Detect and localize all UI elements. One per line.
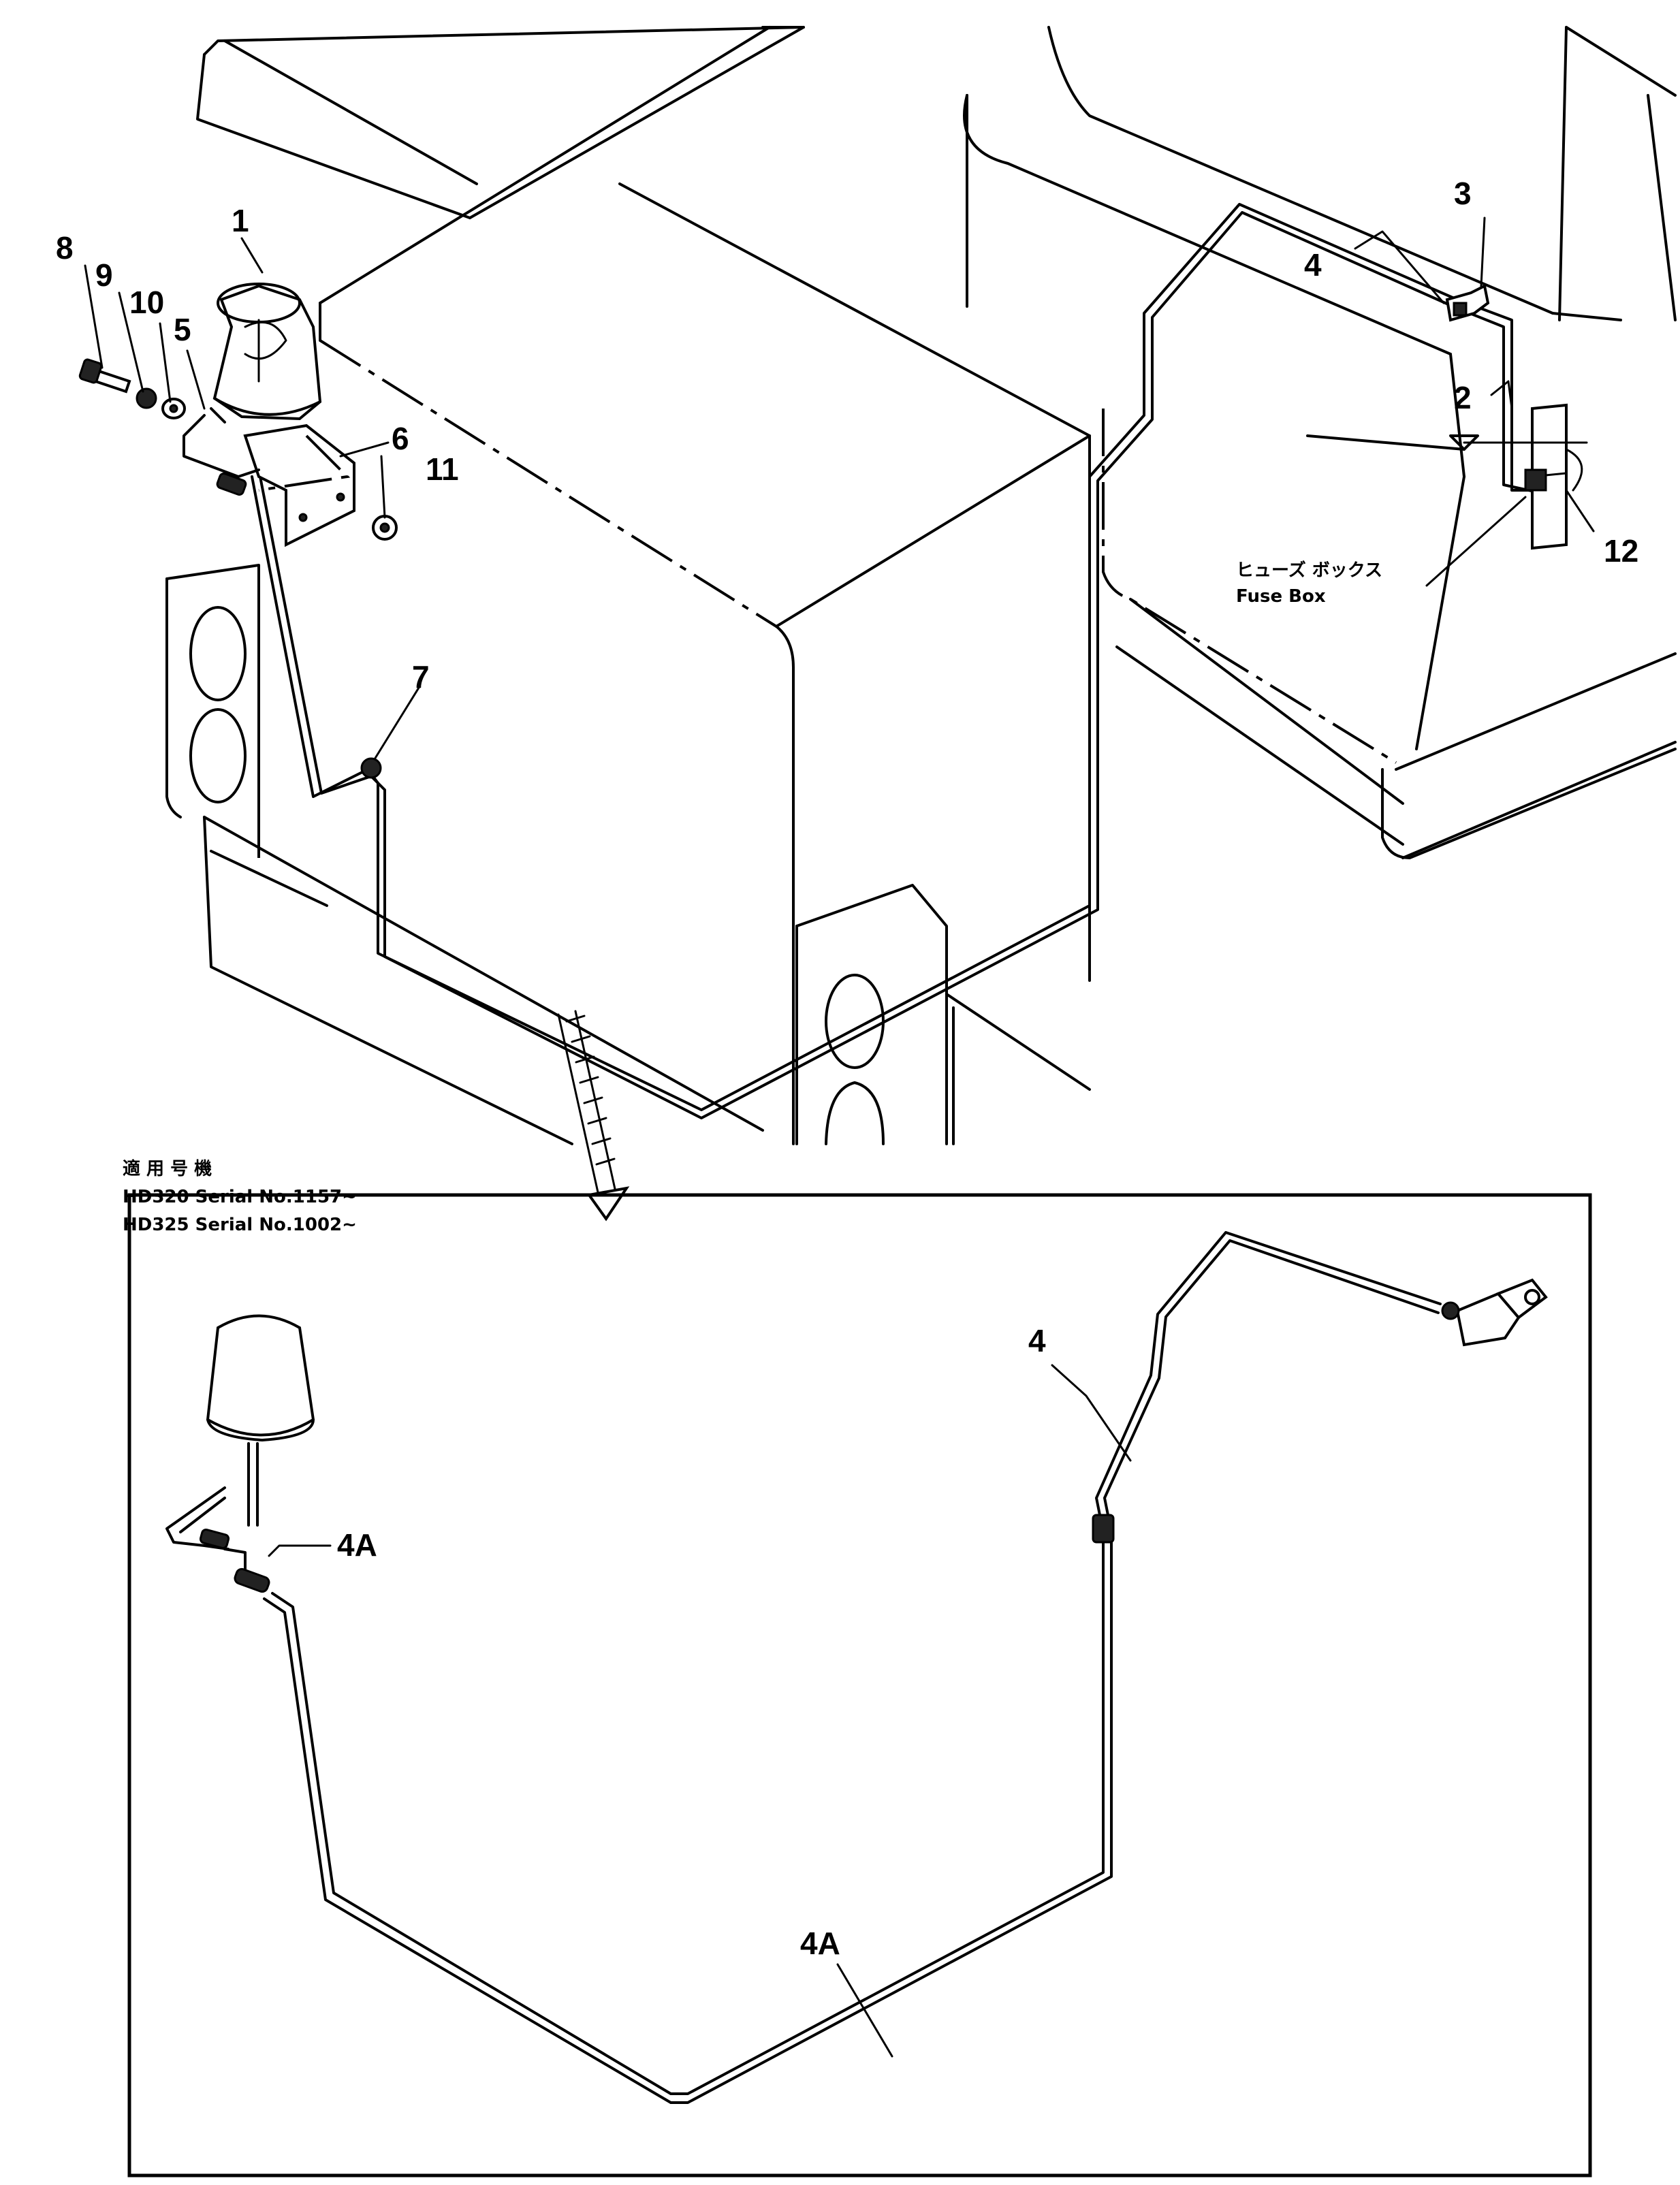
callout-2: 2 <box>1454 380 1472 415</box>
callout-5: 5 <box>174 312 191 347</box>
fuse-box-label-jp: ヒューズ ボックス <box>1236 560 1382 581</box>
callout-4a-lower: 4A <box>800 1926 840 1961</box>
callout-4a-upper: 4A <box>337 1527 377 1563</box>
inset-switch-connector <box>1441 1278 1548 1347</box>
callout-7: 7 <box>412 659 430 695</box>
callout-4-top: 4 <box>1304 247 1322 283</box>
switch-part-3 <box>1445 284 1490 322</box>
applicable-serial-hd325: HD325 Serial No.1002~ <box>123 1215 357 1235</box>
applicable-serial-hd320: HD320 Serial No.1157~ <box>123 1187 357 1207</box>
washer-part-9 <box>136 387 157 409</box>
callout-8: 8 <box>56 230 74 266</box>
inset-frame <box>127 1193 1592 2178</box>
leader-lines-upper <box>84 217 1595 761</box>
washer-part-10 <box>161 398 186 419</box>
callout-10: 10 <box>129 285 164 320</box>
applicable-heading-jp: 適 用 号 機 <box>123 1158 212 1179</box>
bracket-part-6 <box>243 424 355 547</box>
callout-3: 3 <box>1454 176 1472 211</box>
nut-part-11 <box>372 515 398 541</box>
wiring-harness-upper <box>251 203 1561 1222</box>
bolt-part-8 <box>78 358 131 394</box>
fuse-box <box>1449 403 1588 550</box>
inset-harness <box>165 1231 1442 2104</box>
fuse-box-label-en: Fuse Box <box>1236 586 1326 607</box>
inset-beacon-lamp <box>206 1314 315 1527</box>
harness-part-5 <box>183 407 260 496</box>
callout-12: 12 <box>1604 533 1638 569</box>
callout-1: 1 <box>232 203 249 238</box>
callout-11: 11 <box>426 451 459 487</box>
callout-6: 6 <box>392 421 409 456</box>
callout-9: 9 <box>95 257 113 293</box>
rotating-beacon-part-1 <box>212 283 322 421</box>
callout-4-inset: 4 <box>1028 1323 1046 1358</box>
machine-body <box>165 26 1677 1145</box>
